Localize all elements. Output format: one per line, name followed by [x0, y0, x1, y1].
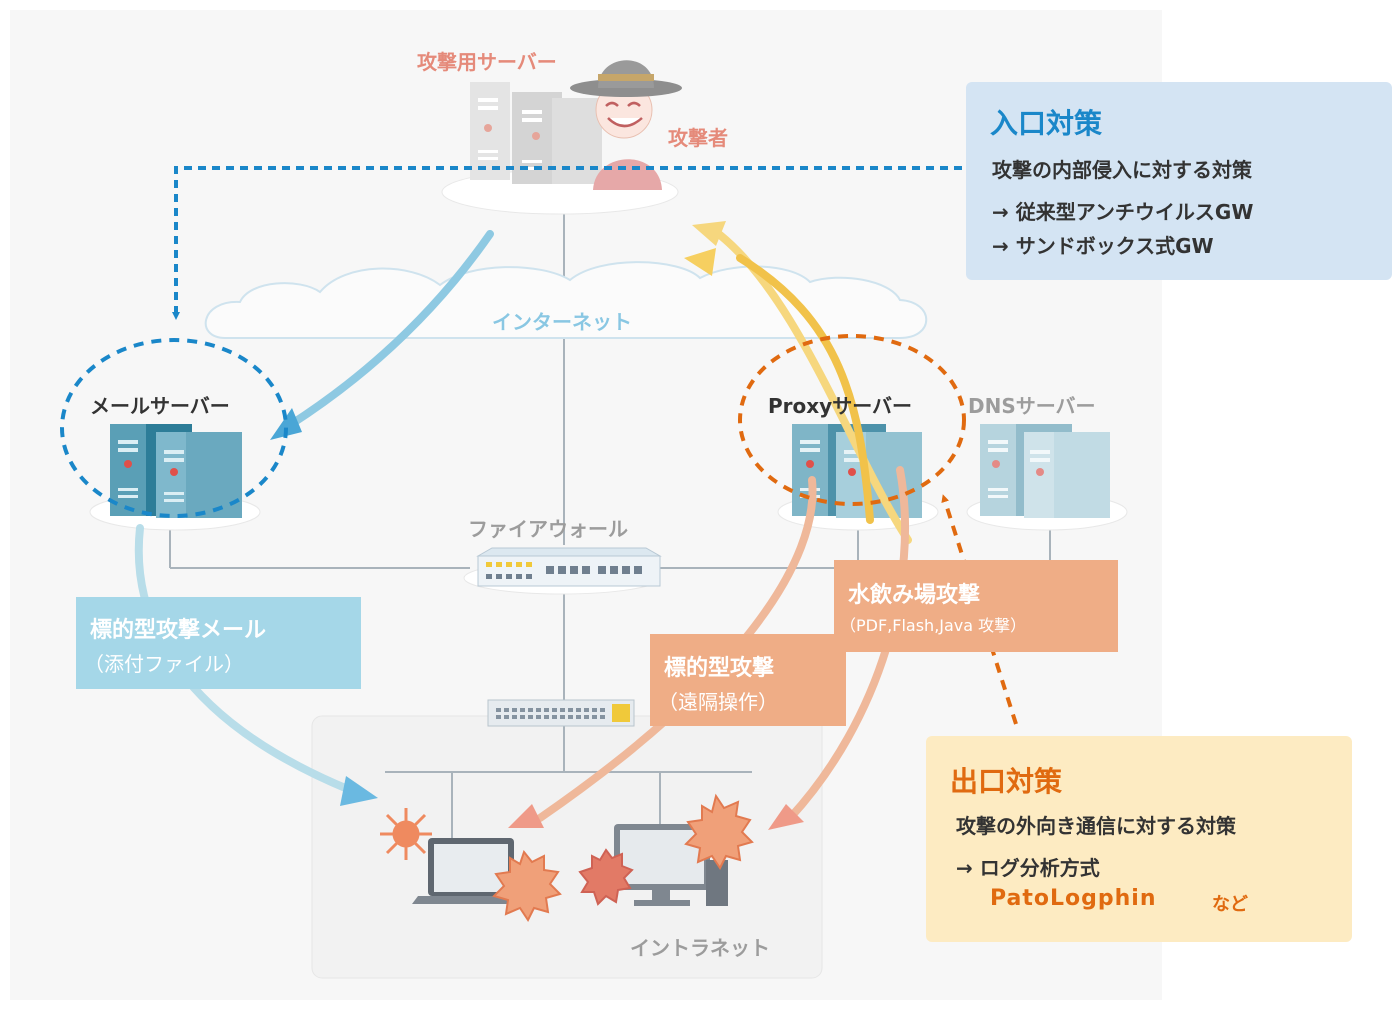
exit-box-title: 出口対策: [950, 765, 1063, 798]
internet-label: インターネット: [492, 310, 632, 334]
entrance-box-line-3: → サンドボックス式GW: [992, 234, 1214, 258]
exit-dashed-line: [941, 494, 1018, 725]
attacker-icon: [570, 60, 682, 190]
mail-server-icon: [110, 424, 242, 518]
proxy-server-focus-ring: [738, 334, 966, 506]
entrance-box: 入口対策 攻撃の内部侵入に対する対策 → 従来型アンチウイルスGW → サンドボ…: [966, 82, 1392, 280]
firewall-icon: [476, 547, 662, 587]
proxy-server-label: Proxyサーバー: [768, 394, 912, 418]
targeted-mail-box: [76, 597, 361, 689]
exit-box-product: PatoLogphin: [990, 886, 1157, 911]
exit-box-line-1: 攻撃の外向き通信に対する対策: [956, 814, 1236, 838]
exit-box-product-suffix: など: [1212, 894, 1248, 915]
internet-cloud: [204, 261, 928, 339]
targeted-remote-title: 標的型攻撃: [664, 656, 775, 681]
dns-server-label: DNSサーバー: [968, 394, 1096, 418]
targeted-mail-title: 標的型攻撃メール: [90, 618, 267, 643]
attacker-label: 攻撃者: [668, 126, 728, 150]
intranet-label: イントラネット: [630, 936, 770, 960]
entrance-dashed-line: [172, 166, 962, 320]
mail-server-label: メールサーバー: [90, 394, 230, 418]
watering-hole-box: [834, 560, 1118, 652]
entrance-box-bg: [966, 82, 1392, 280]
virus-icons: [380, 793, 754, 922]
targeted-remote-sub: （遠隔操作）: [658, 690, 778, 714]
watering-hole-sub: （PDF,Flash,Java 攻撃）: [840, 616, 1027, 635]
targeted-mail-sub: （添付ファイル）: [84, 652, 244, 676]
exit-box: 出口対策 攻撃の外向き通信に対する対策 → ログ分析方式 PatoLogphin…: [926, 736, 1352, 942]
entrance-box-line-2: → 従来型アンチウイルスGW: [992, 200, 1254, 224]
desktop-icon: [614, 824, 728, 906]
exit-box-line-2: → ログ分析方式: [956, 856, 1100, 880]
targeted-remote-box: [650, 634, 846, 726]
mail-server-focus-ring: [60, 338, 288, 518]
switch-icon: [487, 699, 635, 727]
firewall-label: ファイアウォール: [468, 517, 628, 541]
watering-hole-title: 水飲み場攻撃: [848, 583, 981, 608]
dns-server-icon: [980, 424, 1110, 518]
exit-box-bg: [926, 736, 1352, 942]
entrance-box-title: 入口対策: [990, 107, 1103, 140]
attack-server-label: 攻撃用サーバー: [417, 50, 557, 74]
attack-arrows: [134, 221, 912, 830]
laptop-icon: [412, 838, 530, 904]
entrance-box-line-1: 攻撃の内部侵入に対する対策: [992, 158, 1252, 182]
